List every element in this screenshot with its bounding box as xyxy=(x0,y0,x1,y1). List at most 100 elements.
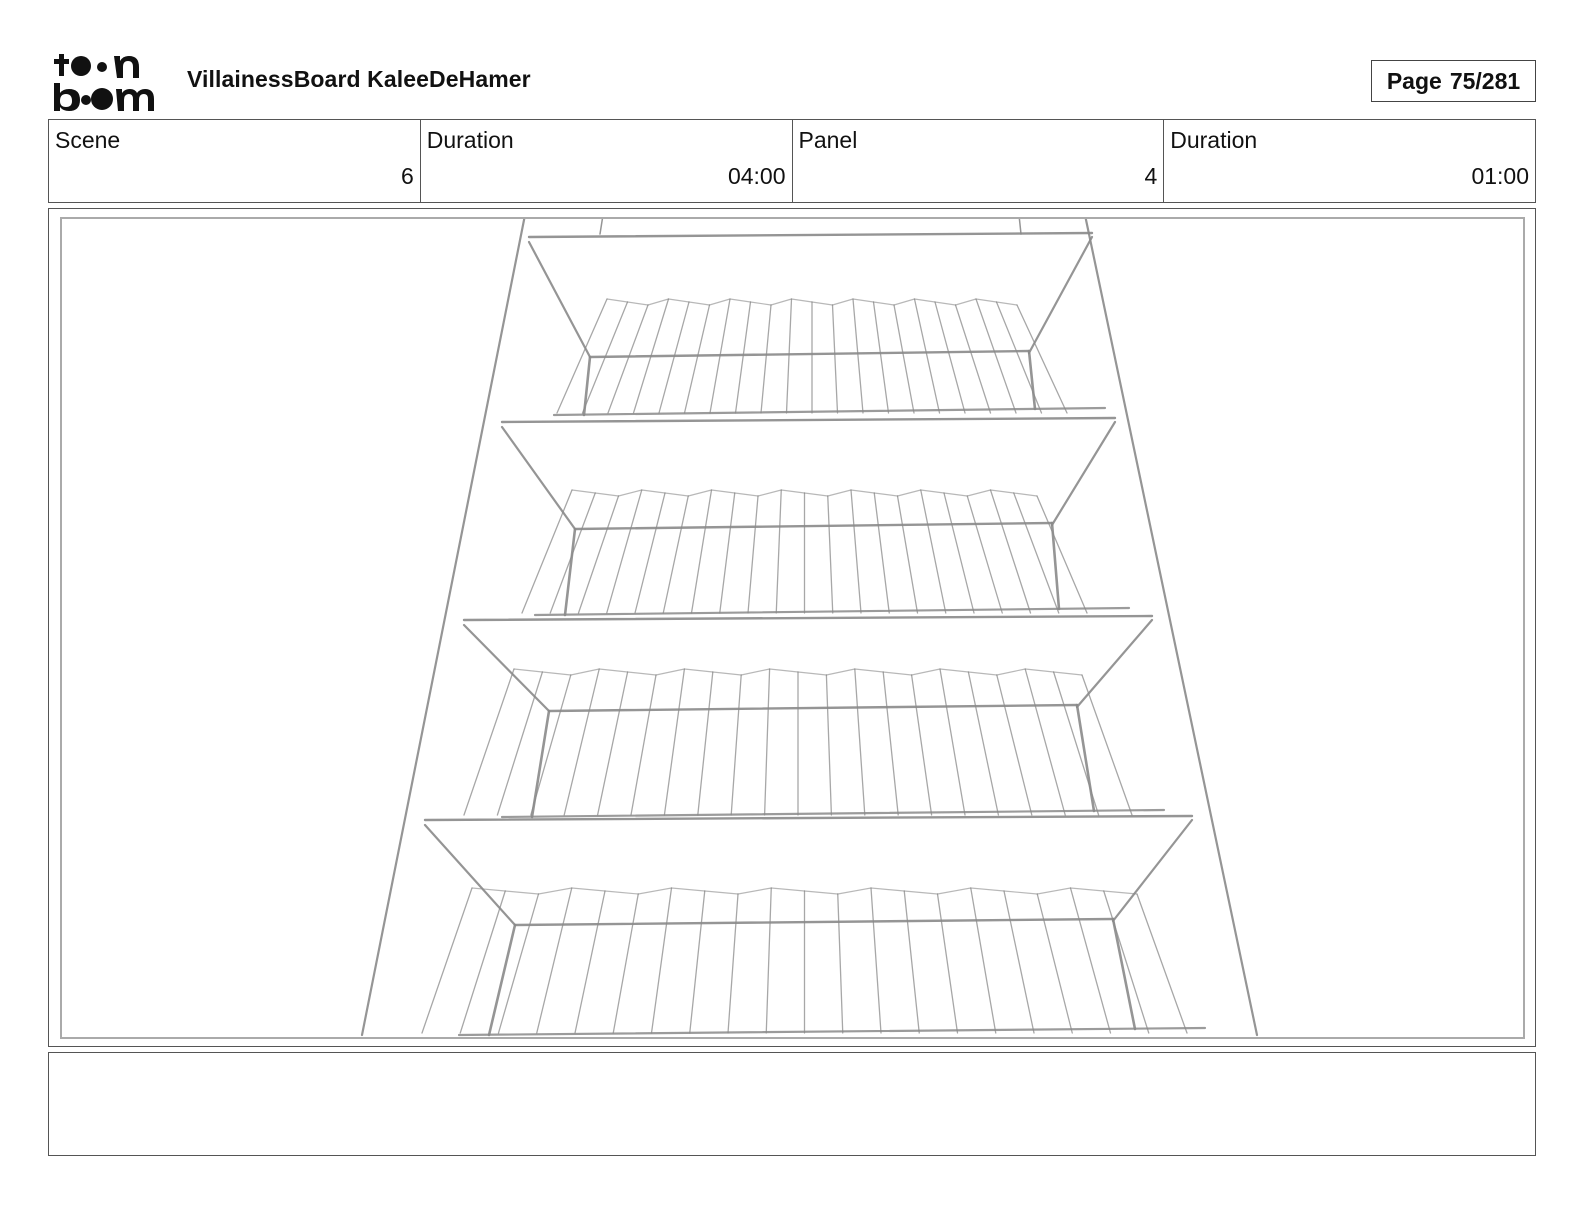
sketch-stroke xyxy=(462,623,551,713)
sketch-stroke xyxy=(1052,671,1083,676)
sketch-stroke xyxy=(596,671,629,816)
sketch-stroke xyxy=(943,492,968,497)
sketch-stroke xyxy=(989,489,1032,614)
sketch-stroke xyxy=(606,489,643,614)
sketch-stroke xyxy=(463,668,515,816)
sketch-stroke xyxy=(607,304,649,414)
sketch-stroke xyxy=(934,301,957,306)
sketch-stroke xyxy=(852,298,875,303)
sketch-stroke xyxy=(920,489,947,614)
sketch-stroke xyxy=(598,668,629,673)
sketch-stroke xyxy=(1018,219,1022,235)
scene-value: 6 xyxy=(400,163,414,189)
sketch-stroke xyxy=(837,893,844,1034)
sketch-stroke xyxy=(967,671,998,676)
sketch-stroke xyxy=(658,301,690,414)
panel-drawing-area xyxy=(60,217,1525,1039)
sketch-stroke xyxy=(423,814,1194,822)
scene-duration-value: 04:00 xyxy=(727,163,786,189)
sketch-stroke xyxy=(936,893,959,1034)
sketch-stroke xyxy=(785,298,793,414)
bookshelf-sketch-icon xyxy=(360,219,1259,1037)
sketch-stroke xyxy=(837,887,872,895)
sketch-stroke xyxy=(966,489,992,497)
sketch-stroke xyxy=(757,489,782,497)
sketch-stroke xyxy=(850,489,875,494)
page-number: 75/281 xyxy=(1449,67,1521,94)
toon-boom-logo xyxy=(54,54,154,111)
sketch-stroke xyxy=(617,489,643,497)
sketch-stroke xyxy=(588,349,1031,359)
sketch-stroke xyxy=(896,489,922,497)
sketch-stroke xyxy=(729,298,752,303)
sketch-stroke xyxy=(1075,618,1154,709)
sketch-stroke xyxy=(1069,887,1105,892)
sketch-stroke xyxy=(797,671,828,676)
sketch-stroke xyxy=(708,298,731,306)
sketch-stroke xyxy=(547,703,1079,713)
sketch-stroke xyxy=(1036,893,1073,1034)
sketch-stroke xyxy=(632,298,670,414)
sketch-stroke xyxy=(541,671,572,676)
sketch-stroke xyxy=(1052,671,1100,816)
sketch-stroke xyxy=(747,495,759,614)
project-title: VillainessBoard KaleeDeHamer xyxy=(187,66,531,92)
panel-cell: Panel 4 xyxy=(793,120,1165,202)
sketch-stroke xyxy=(647,298,670,306)
panel-frame xyxy=(48,208,1536,1047)
sketch-stroke xyxy=(803,492,829,497)
sketch-stroke xyxy=(513,917,1115,927)
sketch-stroke xyxy=(1111,917,1137,1031)
sketch-stroke xyxy=(1003,890,1035,1034)
sketch-stroke xyxy=(530,674,572,816)
sketch-stroke xyxy=(730,674,742,816)
sketch-stroke xyxy=(497,893,540,1034)
sketch-stroke xyxy=(487,923,517,1037)
sketch-stroke xyxy=(1050,521,1061,611)
sketch-stroke xyxy=(552,406,1107,417)
caption-box xyxy=(48,1052,1536,1156)
scene-cell: Scene 6 xyxy=(49,120,421,202)
sketch-stroke xyxy=(500,416,1117,424)
sketch-stroke xyxy=(936,887,972,895)
sketch-stroke xyxy=(462,614,1154,622)
scene-duration-cell: Duration 04:00 xyxy=(421,120,793,202)
sketch-stroke xyxy=(496,671,544,816)
sketch-stroke xyxy=(896,495,919,614)
sketch-stroke xyxy=(873,492,890,614)
sketch-stroke xyxy=(1027,235,1094,355)
sketch-stroke xyxy=(533,606,1131,617)
sketch-stroke xyxy=(687,489,713,497)
scene-label: Scene xyxy=(55,127,121,153)
sketch-stroke xyxy=(854,668,866,816)
sketch-stroke xyxy=(500,808,1166,819)
sketch-stroke xyxy=(500,425,577,531)
sketch-stroke xyxy=(1013,492,1060,614)
sketch-stroke xyxy=(521,489,573,614)
sketch-stroke xyxy=(870,887,882,1034)
sketch-stroke xyxy=(850,489,862,614)
sketch-stroke xyxy=(571,489,596,494)
sketch-stroke xyxy=(1016,304,1068,414)
sketch-stroke xyxy=(360,219,526,1037)
sketch-stroke xyxy=(903,890,939,895)
sketch-stroke xyxy=(831,304,839,414)
panel-duration-label: Duration xyxy=(1170,127,1258,153)
sketch-stroke xyxy=(670,887,706,892)
sketch-stroke xyxy=(996,668,1026,676)
sketch-stroke xyxy=(954,304,992,414)
sketch-stroke xyxy=(903,890,920,1034)
sketch-stroke xyxy=(1103,890,1138,895)
sketch-stroke xyxy=(1027,349,1037,411)
sketch-stroke xyxy=(1024,668,1055,673)
sketch-stroke xyxy=(1050,420,1117,527)
sketch-stroke xyxy=(727,893,739,1034)
sketch-stroke xyxy=(1075,703,1096,813)
scene-duration-label: Duration xyxy=(426,127,514,153)
sketch-stroke xyxy=(1136,893,1188,1034)
sketch-stroke xyxy=(775,489,782,614)
sketch-stroke xyxy=(655,668,686,676)
sketch-stroke xyxy=(537,887,573,895)
sketch-stroke xyxy=(504,890,540,895)
sketch-stroke xyxy=(709,298,731,414)
